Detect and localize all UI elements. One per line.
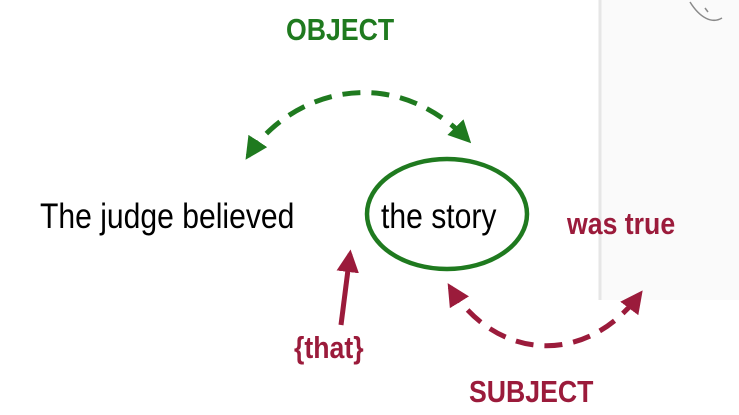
predicate-label: was true — [567, 206, 676, 241]
paper-corner — [598, 0, 739, 300]
that-arrow-icon — [336, 249, 359, 326]
object-label: OBJECT — [286, 12, 395, 47]
main-clause-text: The judge believed — [40, 197, 295, 236]
subject-arrow-icon — [447, 283, 643, 349]
subject-label: SUBJECT — [469, 374, 594, 409]
object-arrow-icon — [245, 90, 472, 160]
noun-phrase-text: the story — [381, 197, 497, 236]
complementizer-label: {that} — [294, 330, 364, 365]
noun-phrase-highlight-icon — [364, 156, 530, 272]
